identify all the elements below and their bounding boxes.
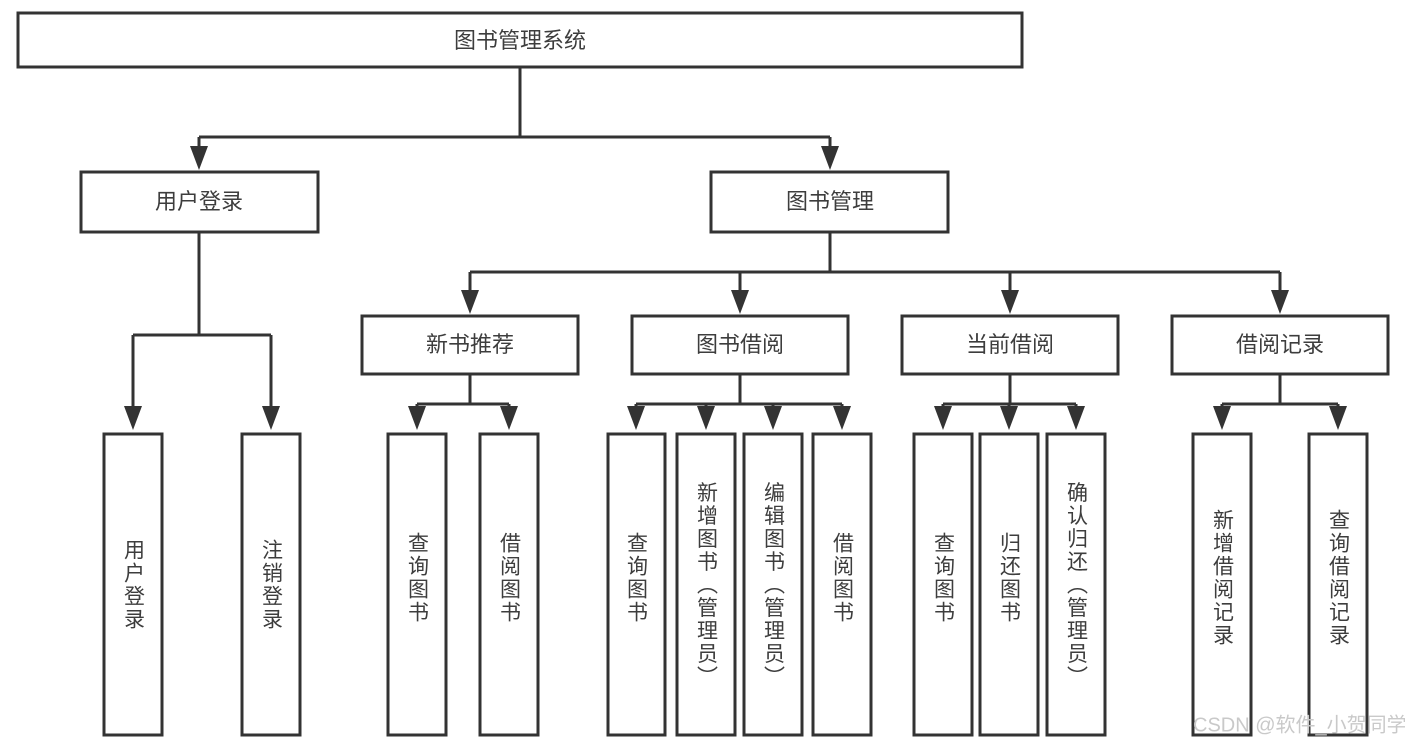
node-leaf-query-book-3-box[interactable] — [912, 432, 974, 737]
node-leaf-confirm-return-label: 确认归还（管理员） — [1065, 482, 1089, 689]
node-leaf-return-book-label: 归还图书 — [998, 532, 1022, 624]
node-new-book-recommend-box[interactable] — [360, 314, 580, 376]
connector-group-new-book-recommend — [408, 374, 518, 430]
node-leaf-borrow-book-2[interactable]: 借阅图书 — [811, 432, 873, 737]
node-book-management[interactable]: 图书管理 — [709, 170, 950, 234]
node-leaf-edit-book-label: 编辑图书（管理员） — [762, 482, 786, 689]
node-leaf-query-book-1-label: 查询图书 — [406, 532, 430, 624]
connector-group-user-login — [124, 232, 280, 430]
arrow-root-to-book-management — [821, 146, 839, 170]
node-leaf-return-book-box[interactable] — [978, 432, 1040, 737]
node-leaf-add-record-label: 新增借阅记录 — [1211, 509, 1235, 647]
node-leaf-borrow-book-1[interactable]: 借阅图书 — [478, 432, 540, 737]
node-root[interactable]: 图书管理系统 — [16, 11, 1024, 69]
arrow-bm-to-new-book-recommend — [461, 290, 479, 314]
node-leaf-user-login-box[interactable] — [102, 432, 164, 737]
node-borrow-record[interactable]: 借阅记录 — [1170, 314, 1390, 376]
node-book-borrow[interactable]: 图书借阅 — [630, 314, 850, 376]
connector-group-book-management — [461, 232, 1289, 314]
arrow-user-login-leaf-2 — [262, 406, 280, 430]
node-leaf-query-book-2-label: 查询图书 — [625, 532, 649, 624]
node-leaf-query-book-1[interactable]: 查询图书 — [386, 432, 448, 737]
arrow-br-leaf-1 — [1213, 406, 1231, 430]
node-new-book-recommend-label: 新书推荐 — [426, 332, 514, 357]
node-leaf-borrow-book-2-label: 借阅图书 — [831, 532, 855, 624]
node-leaf-user-login[interactable]: 用户登录 — [102, 432, 164, 737]
node-leaf-edit-book[interactable]: 编辑图书（管理员） — [742, 432, 804, 737]
node-leaf-query-book-3-label: 查询图书 — [932, 532, 956, 624]
node-leaf-query-record[interactable]: 查询借阅记录 — [1307, 432, 1369, 737]
node-leaf-add-book[interactable]: 新增图书（管理员） — [675, 432, 737, 737]
node-leaf-query-book-1-box[interactable] — [386, 432, 448, 737]
arrow-user-login-leaf-1 — [124, 406, 142, 430]
arrow-bm-to-current-borrow — [1001, 290, 1019, 314]
connector-group-root — [190, 67, 839, 170]
node-borrow-record-label: 借阅记录 — [1236, 332, 1324, 357]
node-leaf-query-book-3[interactable]: 查询图书 — [912, 432, 974, 737]
connector-group-borrow-record — [1213, 374, 1347, 430]
node-leaf-query-book-2-box[interactable] — [606, 432, 667, 737]
node-leaf-add-book-label: 新增图书（管理员） — [695, 482, 719, 689]
arrow-bm-to-book-borrow — [731, 290, 749, 314]
node-root-label: 图书管理系统 — [454, 28, 586, 53]
arrow-cb-leaf-2 — [1000, 406, 1018, 430]
arrow-cb-leaf-1 — [934, 406, 952, 430]
node-leaf-confirm-return[interactable]: 确认归还（管理员） — [1045, 432, 1107, 737]
arrow-bm-to-borrow-record — [1271, 290, 1289, 314]
node-leaf-query-record-label: 查询借阅记录 — [1327, 509, 1351, 647]
node-leaf-logout-login-box[interactable] — [240, 432, 302, 737]
node-borrow-record-box[interactable] — [1170, 314, 1390, 376]
arrow-bb-leaf-3 — [764, 406, 782, 430]
node-leaf-add-record-box[interactable] — [1191, 432, 1253, 737]
arrow-cb-leaf-3 — [1067, 406, 1085, 430]
node-leaf-logout-login-label: 注销登录 — [260, 539, 284, 631]
node-current-borrow-label: 当前借阅 — [966, 332, 1054, 357]
arrow-root-to-user-login — [190, 146, 208, 170]
arrow-bb-leaf-2 — [697, 406, 715, 430]
arrow-bb-leaf-1 — [627, 406, 645, 430]
csdn-watermark: CSDN @软件_小贺同学 — [1193, 713, 1405, 736]
arrow-bb-leaf-4 — [833, 406, 851, 430]
node-current-borrow[interactable]: 当前借阅 — [900, 314, 1120, 376]
node-book-management-label: 图书管理 — [786, 189, 874, 214]
node-user-login-box[interactable] — [79, 170, 320, 234]
node-current-borrow-box[interactable] — [900, 314, 1120, 376]
node-leaf-query-record-box[interactable] — [1307, 432, 1369, 737]
node-leaf-return-book[interactable]: 归还图书 — [978, 432, 1040, 737]
node-root-box[interactable] — [16, 11, 1024, 69]
arrow-br-leaf-2 — [1329, 406, 1347, 430]
node-book-borrow-label: 图书借阅 — [696, 332, 784, 357]
arrow-nbr-leaf-2 — [500, 406, 518, 430]
node-leaf-confirm-return-box[interactable] — [1045, 432, 1107, 737]
node-leaf-add-record[interactable]: 新增借阅记录 — [1191, 432, 1253, 737]
node-leaf-edit-book-box[interactable] — [742, 432, 804, 737]
node-leaf-borrow-book-2-box[interactable] — [811, 432, 873, 737]
arrow-nbr-leaf-1 — [408, 406, 426, 430]
connector-group-book-borrow — [627, 374, 851, 430]
node-book-borrow-box[interactable] — [630, 314, 850, 376]
node-leaf-add-book-box[interactable] — [675, 432, 737, 737]
node-user-login-label: 用户登录 — [155, 189, 243, 214]
node-leaf-query-book-2[interactable]: 查询图书 — [606, 432, 667, 737]
node-user-login[interactable]: 用户登录 — [79, 170, 320, 234]
node-book-management-box[interactable] — [709, 170, 950, 234]
connector-group-current-borrow — [934, 374, 1085, 430]
node-leaf-borrow-book-1-label: 借阅图书 — [498, 532, 522, 624]
node-leaf-user-login-label: 用户登录 — [122, 539, 146, 631]
node-leaf-logout-login[interactable]: 注销登录 — [240, 432, 302, 737]
node-new-book-recommend[interactable]: 新书推荐 — [360, 314, 580, 376]
node-leaf-borrow-book-1-box[interactable] — [478, 432, 540, 737]
